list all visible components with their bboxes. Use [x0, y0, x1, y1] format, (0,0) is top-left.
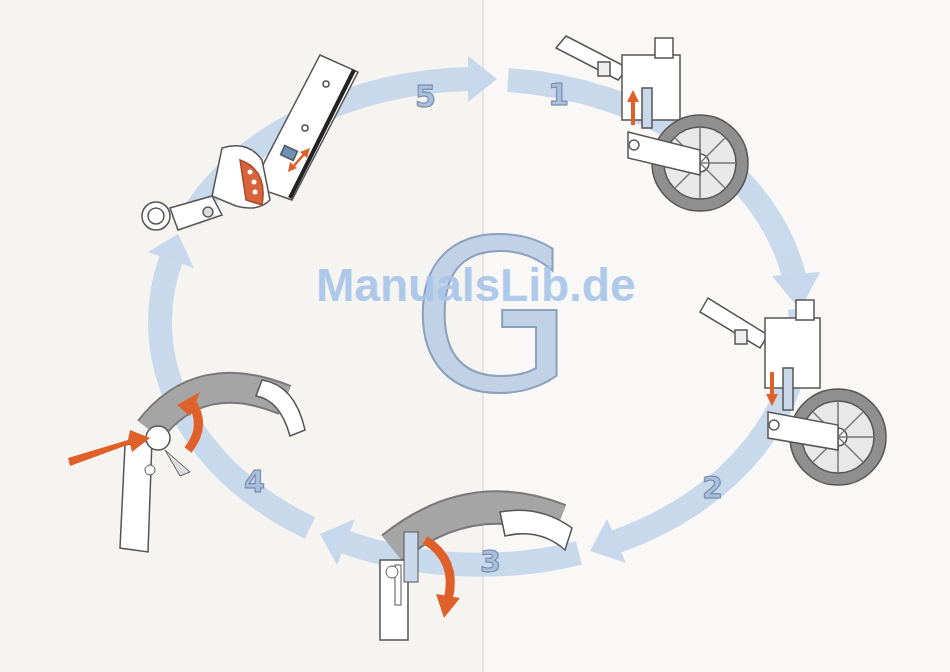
callout-number: 2 — [702, 473, 723, 503]
cycle-band — [160, 79, 800, 565]
watermark: ManualsLib.de — [316, 262, 635, 308]
orange-arrow — [627, 90, 639, 125]
cycle-arrowheads — [148, 56, 820, 565]
orange-arrow — [288, 148, 310, 172]
callout-number: 4 — [244, 467, 265, 497]
handle-step-3 — [380, 508, 572, 641]
wheel-step-2 — [700, 298, 886, 485]
orange-arrow — [766, 372, 778, 406]
callout-number: 1 — [548, 80, 569, 110]
handle-step-4 — [68, 380, 305, 552]
callout-number: 5 — [415, 82, 436, 112]
section-letter: G — [411, 213, 574, 423]
callout-number: 3 — [480, 547, 501, 577]
wheel-step-1 — [556, 36, 748, 211]
bracket-step-5 — [142, 55, 358, 230]
left-page — [0, 0, 483, 672]
